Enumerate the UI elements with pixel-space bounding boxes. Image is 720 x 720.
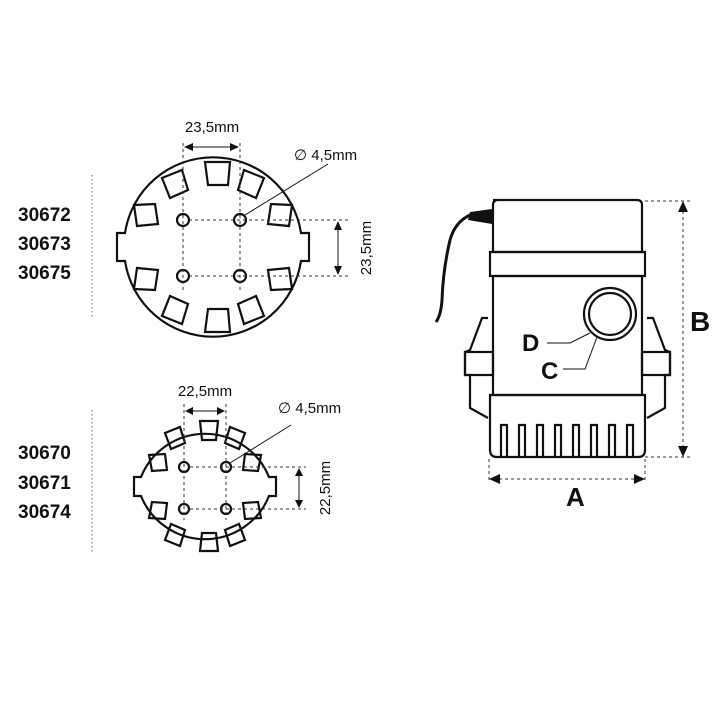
hole-diameter: ∅ 4,5mm — [294, 147, 357, 164]
hole-spacing-vertical: 23,5mm — [358, 221, 375, 275]
model-number: 30675 — [18, 263, 71, 284]
width-label: A — [566, 482, 585, 512]
strainer-slots — [499, 423, 635, 456]
outlet-inner-label: D — [522, 330, 539, 357]
pump-side-view: D C B A — [434, 198, 710, 512]
model-number: 30671 — [18, 473, 71, 494]
large-base-drawing: 30672 30673 30675 23,5 — [18, 119, 375, 338]
hole-spacing-horizontal: 23,5mm — [185, 119, 239, 136]
base-slots — [132, 160, 294, 334]
hole-spacing-horizontal: 22,5mm — [178, 383, 232, 400]
model-number: 30674 — [18, 502, 71, 523]
height-label: B — [690, 306, 710, 337]
base-slots — [147, 419, 263, 553]
model-number: 30670 — [18, 443, 71, 464]
model-number: 30672 — [18, 205, 71, 226]
outlet-outer-label: C — [541, 358, 558, 385]
hole-spacing-vertical: 22,5mm — [317, 461, 334, 515]
hole-diameter: ∅ 4,5mm — [278, 400, 341, 417]
model-number: 30673 — [18, 234, 71, 255]
small-base-drawing: 30670 30671 30674 22,5mm 22, — [18, 383, 341, 553]
